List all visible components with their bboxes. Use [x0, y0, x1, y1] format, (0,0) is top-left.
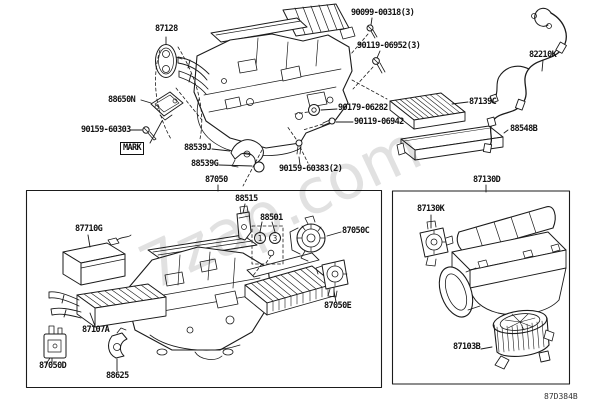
callout-90179-06282: 90179-06282	[338, 103, 388, 113]
cabin-filter-87139C-drawing	[390, 93, 465, 129]
servo-87050C-drawing	[290, 216, 325, 261]
callout-88501: 88501	[260, 213, 283, 223]
callout-87050E: 87050E	[324, 301, 352, 311]
callout-90159-60383: 90159-60383(2)	[279, 164, 343, 174]
bracket-88625-drawing	[109, 328, 127, 358]
amplifier-88650N-drawing	[151, 92, 183, 120]
evaporator-core-drawing	[245, 253, 334, 315]
callout-90099-00318: 90099-00318(3)	[351, 8, 415, 18]
callout-87050-box-title: 87050	[205, 175, 228, 185]
callout-88650N: 88650N	[108, 95, 136, 105]
callout-87139C: 87139C	[469, 97, 497, 107]
callout-87103B: 87103B	[453, 342, 481, 352]
blower-case-drawing	[433, 207, 566, 322]
dashed-assembly-lines	[156, 34, 387, 277]
callout-87050D: 87050D	[39, 361, 67, 371]
callout-87710G: 87710G	[75, 224, 103, 234]
screw-90159-60303-drawing	[143, 127, 156, 140]
screw-90119-06952-drawing	[373, 58, 385, 73]
screw-90159-60383-drawing	[296, 140, 302, 154]
callout-88548B: 88548B	[510, 124, 538, 134]
filter-cover-88548B-drawing	[397, 126, 503, 160]
duct-87710G-drawing	[63, 235, 131, 285]
mark-label: MARK	[120, 142, 145, 155]
balloon-3: 3	[270, 233, 281, 244]
callout-88625: 88625	[106, 371, 129, 381]
callout-87130D-box-title: 87130D	[473, 175, 501, 185]
servo-87050D-drawing	[44, 326, 66, 364]
callout-90159-60303: 90159-60303	[81, 125, 131, 135]
wire-harness-82210K-drawing	[483, 8, 566, 152]
box-87050-outline	[27, 191, 382, 388]
oring-kit-88501-drawing: 1 3	[252, 226, 283, 264]
blower-motor-87103B-drawing	[492, 307, 554, 369]
leader-lines	[52, 18, 543, 371]
servo-87050E-drawing	[316, 260, 348, 297]
servo-87130K-drawing	[420, 221, 453, 266]
heater-valve-87128-drawing	[156, 45, 183, 78]
expansion-valve-88515-drawing	[237, 206, 251, 240]
svg-text:3: 3	[273, 234, 278, 243]
hvac-main-assembly-drawing	[178, 4, 355, 156]
screw-90119-06942-drawing	[322, 118, 335, 126]
callout-88539G: 88539G	[191, 159, 219, 169]
callout-87107A: 87107A	[82, 325, 110, 335]
diagram-code: 87D384B	[544, 392, 578, 401]
callout-90119-06952: 90119-06952(3)	[357, 41, 421, 51]
svg-text:1: 1	[258, 234, 263, 243]
callout-87050C: 87050C	[342, 226, 370, 236]
callout-87128: 87128	[155, 24, 178, 34]
bracket-88539J-drawing	[231, 140, 263, 167]
heater-core-87107A-drawing	[49, 284, 166, 327]
grommet-88539G-drawing	[254, 162, 264, 172]
grommet-90179-06282-drawing	[309, 105, 320, 116]
box-87130D-outline	[393, 191, 570, 384]
callout-88515: 88515	[235, 194, 258, 204]
callout-90119-06942: 90119-06942	[354, 117, 404, 127]
screw-90099-00318-drawing	[367, 25, 377, 38]
callout-88539J: 88539J	[184, 143, 212, 153]
callout-82210K: 82210K	[529, 50, 557, 60]
heater-unit-case-drawing	[125, 235, 272, 359]
callout-87130K: 87130K	[417, 204, 445, 214]
balloon-1: 1	[255, 233, 266, 244]
